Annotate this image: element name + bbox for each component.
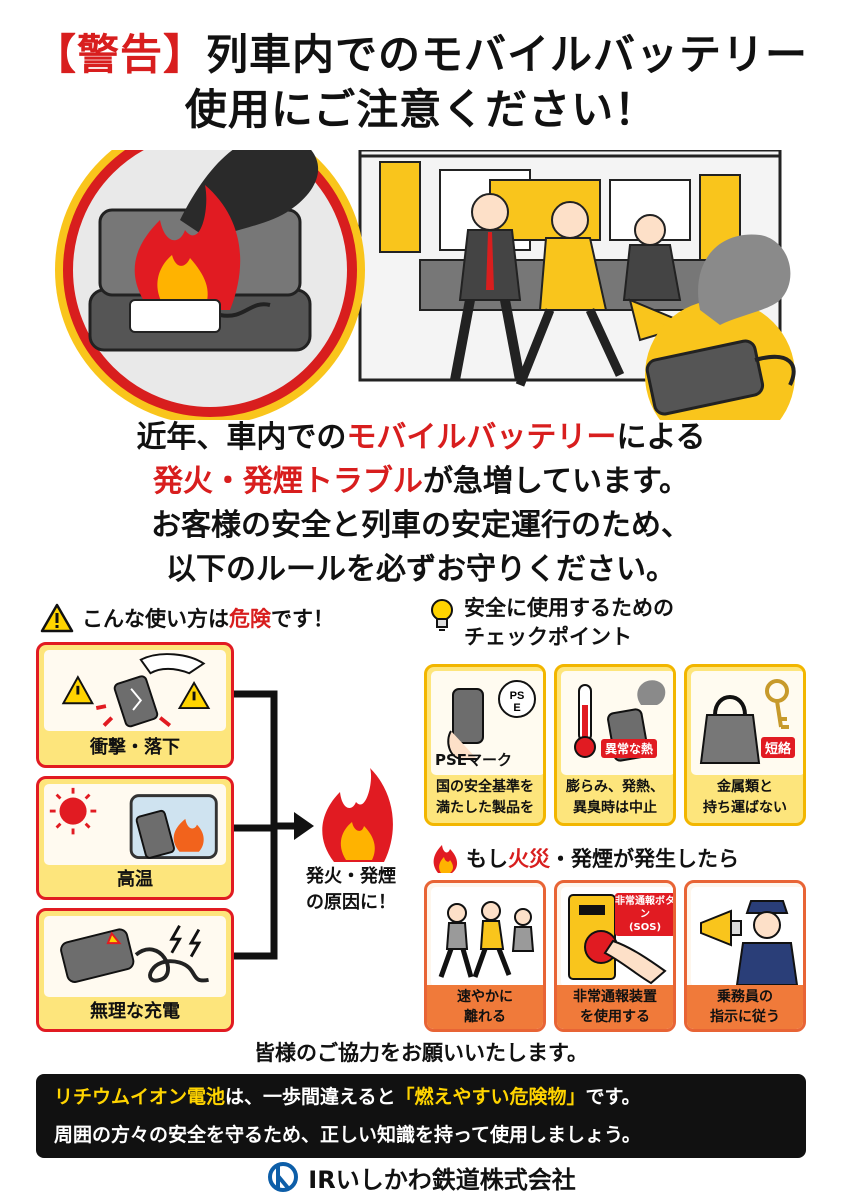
fire-card-label: 速やかに離れる bbox=[427, 985, 543, 1029]
sos-text: (SOS) bbox=[628, 922, 662, 933]
company-logo-icon bbox=[268, 1162, 299, 1192]
safety-heading-line-2: チェックポイント bbox=[464, 625, 632, 649]
intro-message: 近年、車内でのモバイルバッテリーによる 発火・発煙トラブルが急増しています。 お… bbox=[0, 416, 842, 592]
checkpoint-label-line: 持ち運ばない bbox=[703, 800, 787, 816]
page-title: 【警告】列車内でのモバイルバッテリー 使用にご注意ください！ bbox=[0, 28, 842, 138]
pse-tag: PSEマーク bbox=[435, 751, 513, 769]
danger-heading-text: です！ bbox=[271, 607, 334, 631]
short-circuit-tag: 短絡 bbox=[761, 737, 796, 758]
danger-card-label: 衝撃・落下 bbox=[90, 737, 180, 758]
pse-battery-icon: PS E bbox=[431, 671, 543, 775]
emergency-button-sign: 非常通報ボタン (SOS) bbox=[615, 893, 675, 936]
lithium-warning-banner: リチウムイオン電池は、一歩間違えると「燃えやすい危険物」です。 周囲の方々の安全… bbox=[36, 1074, 806, 1158]
intro-text: による bbox=[616, 420, 706, 455]
fire-heading-text: ・発煙が発生したら bbox=[550, 847, 739, 871]
intro-text: が急増しています。 bbox=[422, 464, 690, 499]
banner-text: は、一歩間違えると bbox=[225, 1086, 396, 1108]
company-name: IRいしかわ鉄道株式会社 bbox=[308, 1165, 576, 1194]
intro-text: 近年、車内での bbox=[136, 420, 347, 455]
danger-heading-text: こんな使い方は bbox=[82, 607, 229, 631]
bag-keys-icon bbox=[691, 671, 803, 775]
safety-heading-line-1: 安全に使用するための bbox=[464, 596, 674, 620]
intro-text: 以下のルールを必ずお守りください。 bbox=[166, 552, 676, 587]
warning-triangle-icon bbox=[40, 603, 74, 633]
intro-highlight: モバイルバッテリー bbox=[346, 420, 617, 455]
title-line-2: 使用にご注意ください！ bbox=[184, 85, 658, 134]
fire-card-label-line: 指示に従う bbox=[710, 1009, 780, 1025]
checkpoint-card-pse: PS E PSEマーク 国の安全基準を満たした製品を bbox=[424, 664, 546, 826]
fire-heading-text: もし bbox=[466, 847, 508, 871]
checkpoint-card-heat: 異常な熱 膨らみ、発熱、異臭時は中止 bbox=[554, 664, 676, 826]
banner-highlight: リチウムイオン電池 bbox=[54, 1086, 226, 1108]
fire-card-label: 乗務員の指示に従う bbox=[687, 985, 803, 1029]
svg-text:PS: PS bbox=[510, 690, 525, 702]
fire-card-label-line: 離れる bbox=[464, 1009, 506, 1025]
checkpoint-card-metal: 短絡 金属類と持ち運ばない bbox=[684, 664, 806, 826]
company-footer: IRいしかわ鉄道株式会社 bbox=[0, 1160, 842, 1194]
checkpoint-label: 金属類と持ち運ばない bbox=[687, 777, 803, 819]
checkpoint-label-line: 国の安全基準を bbox=[436, 779, 534, 795]
thanks-text: 皆様のご協力をお願いいたします。 bbox=[254, 1041, 588, 1065]
danger-card-label: 無理な充電 bbox=[90, 1001, 180, 1022]
danger-card-impact: 衝撃・落下 bbox=[36, 642, 234, 768]
title-line-1: 列車内でのモバイルバッテリー bbox=[206, 30, 809, 79]
checkpoint-label-line: 異臭時は中止 bbox=[573, 800, 657, 816]
fire-card-staff: 乗務員の指示に従う bbox=[684, 880, 806, 1032]
checkpoint-label: 膨らみ、発熱、異臭時は中止 bbox=[557, 777, 673, 819]
danger-bracket-arrow bbox=[234, 690, 393, 960]
burning-battery-circle bbox=[55, 150, 365, 420]
thermometer-icon bbox=[561, 671, 673, 775]
heat-sun-icon bbox=[44, 784, 226, 866]
intro-text: お客様の安全と列車の安定運行のため、 bbox=[151, 508, 691, 543]
cause-text: 発火・発煙 の原因に！ bbox=[286, 864, 416, 916]
fire-card-label: 非常通報装置を使用する bbox=[557, 985, 673, 1029]
emergency-button-icon bbox=[561, 887, 673, 987]
heat-tag: 異常な熱 bbox=[601, 739, 658, 758]
danger-heading: こんな使い方は危険です！ bbox=[40, 598, 334, 638]
banner-text: 周囲の方々の安全を守るため、正しい知識を持って使用しましょう。 bbox=[54, 1124, 641, 1146]
banner-text: です。 bbox=[585, 1086, 641, 1108]
warning-tag: 【警告】 bbox=[33, 30, 206, 79]
fire-heading-highlight: 火災 bbox=[508, 847, 550, 871]
intro-highlight: 発火・発煙トラブル bbox=[152, 464, 423, 499]
fire-card-label-line: 速やかに bbox=[457, 989, 513, 1005]
emergency-button-text: 非常通報ボタン bbox=[615, 896, 675, 920]
hero-illustration bbox=[55, 150, 796, 420]
conductor-megaphone-icon bbox=[691, 887, 803, 987]
running-people-icon bbox=[431, 887, 543, 987]
fire-heading: もし火災・発煙が発生したら bbox=[430, 838, 739, 878]
fire-card-label-line: 非常通報装置 bbox=[573, 989, 657, 1005]
fire-icon bbox=[322, 768, 393, 862]
checkpoint-label-line: 金属類と bbox=[717, 779, 773, 795]
checkpoint-label-line: 満たした製品を bbox=[436, 800, 534, 816]
fire-card-emergency-button: 非常通報ボタン (SOS) 非常通報装置を使用する bbox=[554, 880, 676, 1032]
fire-card-label-line: 乗務員の bbox=[717, 989, 773, 1005]
smoking-battery-circle bbox=[645, 234, 796, 420]
danger-card-overcharge: 無理な充電 bbox=[36, 908, 234, 1032]
checkpoint-label-line: 膨らみ、発熱、 bbox=[566, 779, 664, 795]
danger-card-heat: 高温 bbox=[36, 776, 234, 900]
fire-card-evacuate: 速やかに離れる bbox=[424, 880, 546, 1032]
lightbulb-icon bbox=[431, 599, 453, 631]
cause-line: の原因に！ bbox=[306, 892, 396, 913]
flame-icon bbox=[433, 845, 458, 873]
fleeing-passengers-illustration bbox=[450, 193, 693, 387]
danger-heading-highlight: 危険 bbox=[229, 607, 271, 631]
drop-impact-icon bbox=[44, 650, 226, 732]
banner-highlight: 「燃えやすい危険物」 bbox=[395, 1086, 586, 1108]
cause-line: 発火・発煙 bbox=[306, 866, 396, 887]
danger-card-label: 高温 bbox=[117, 869, 153, 890]
svg-text:E: E bbox=[513, 702, 520, 714]
overcharge-icon bbox=[44, 916, 226, 998]
fire-card-label-line: を使用する bbox=[580, 1009, 650, 1025]
checkpoint-label: 国の安全基準を満たした製品を bbox=[427, 777, 543, 819]
